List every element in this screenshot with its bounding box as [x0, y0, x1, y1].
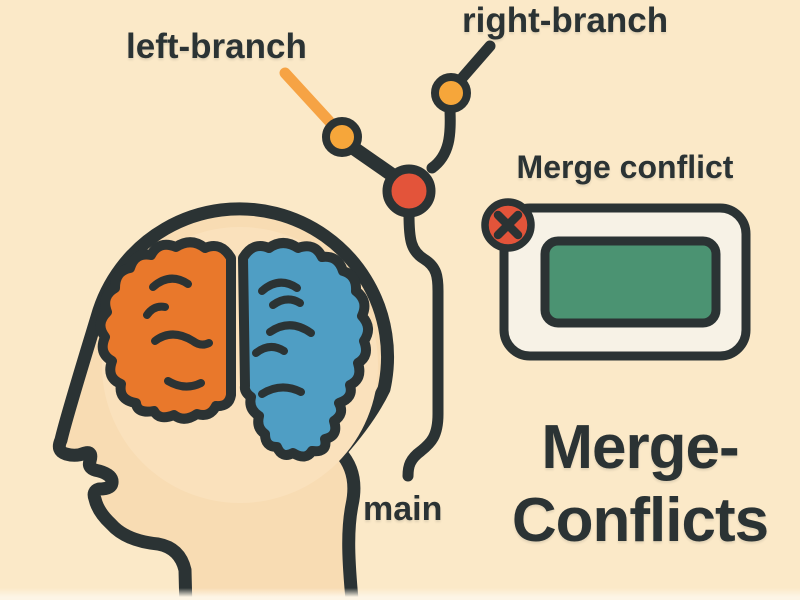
- git-branch-diagram: [279, 40, 496, 482]
- right-gyri-lines: [252, 278, 315, 398]
- page-title: Merge- Conflicts: [495, 411, 785, 557]
- x-circle-icon: [481, 198, 535, 252]
- merge-commit-dot-icon: [382, 164, 436, 218]
- commit-dot-icon-right: [431, 73, 471, 113]
- merge-conflict-caption: Merge conflict: [516, 149, 734, 185]
- brain-left-hemisphere: [95, 237, 236, 424]
- right-branch-label: right-branch: [462, 1, 669, 40]
- left-gyri-lines: [143, 274, 213, 391]
- brain-right-hemisphere: [238, 238, 373, 462]
- title-line-2: Conflicts: [511, 486, 769, 555]
- merge-conflict-card: [481, 198, 751, 361]
- error-x-strokes: [493, 210, 523, 240]
- right-hemisphere-shape: [238, 238, 373, 462]
- left-branch-label: left-branch: [126, 27, 307, 66]
- right-branch-pointer-line: [457, 40, 496, 83]
- left-branch-pointer-line: [279, 67, 335, 127]
- head-profile-illustration: [52, 202, 395, 600]
- main-branch-label: main: [363, 490, 443, 528]
- title-line-1: Merge-: [541, 413, 739, 482]
- card-screen: [540, 236, 721, 328]
- left-hemisphere-shape: [95, 237, 236, 424]
- commit-dot-icon-left: [322, 117, 362, 157]
- main-branch-line: [402, 208, 444, 482]
- right-branch-connector: [426, 105, 456, 174]
